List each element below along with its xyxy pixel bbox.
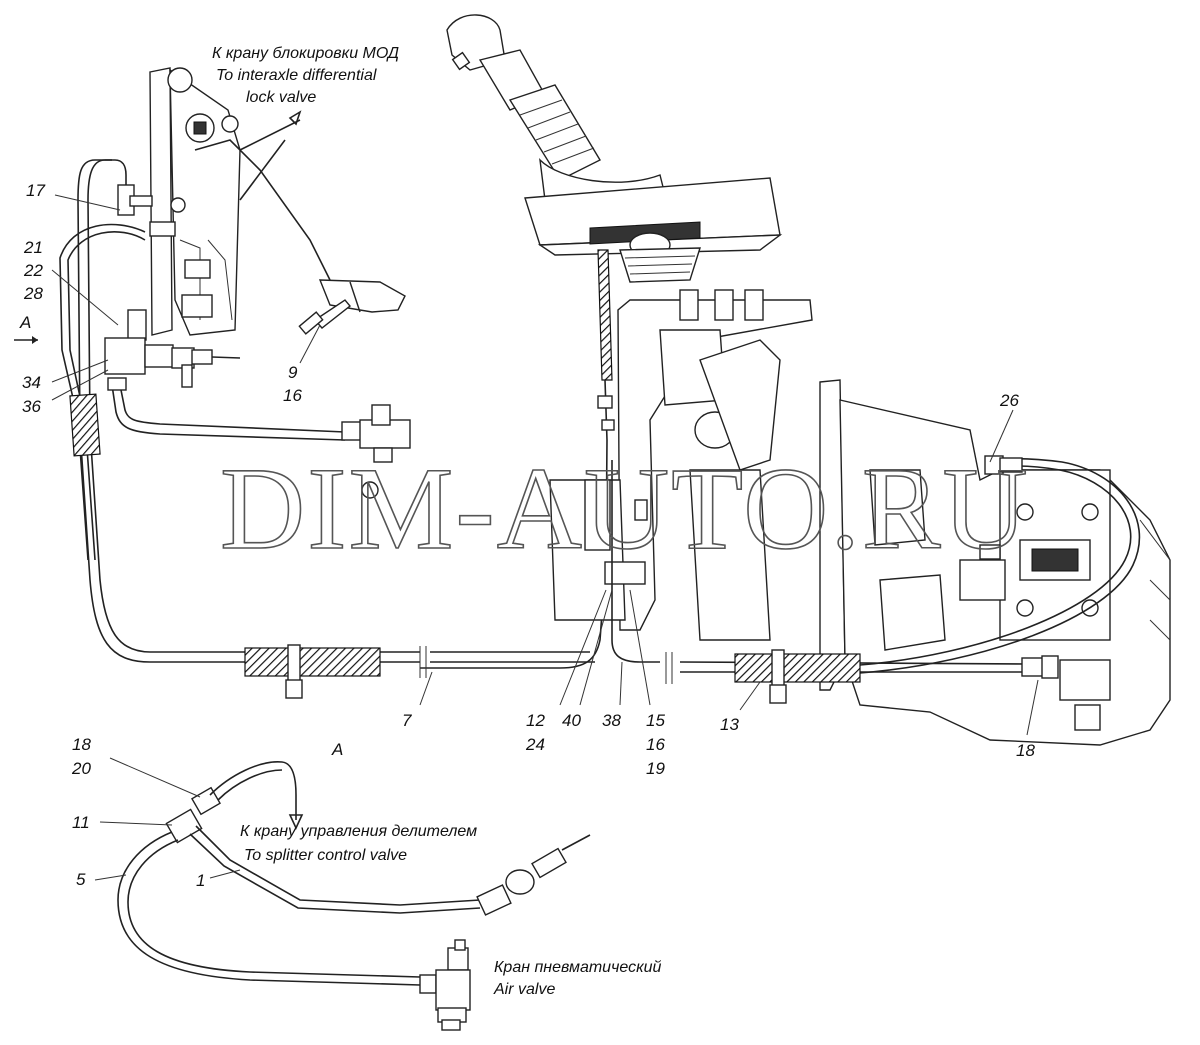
watermark: DIM-AUTO.RU — [220, 443, 1030, 574]
callout-16-bottom: 16 — [646, 735, 665, 754]
left-fittings — [104, 184, 1059, 679]
gear-shift-lever — [420, 14, 783, 669]
view-a-label: A — [331, 740, 343, 759]
callout-view-arrow-a: A — [19, 313, 31, 332]
hose-routing — [59, 159, 1141, 704]
callout-15: 15 — [646, 711, 665, 730]
caption-splitter-ru: К крану управления делителем — [240, 823, 477, 840]
callout-17: 17 — [26, 181, 45, 200]
caption-mod-en-1: To interaxle differential — [216, 67, 377, 84]
callout-11: 11 — [72, 813, 90, 832]
caption-air-valve-ru: Кран пневматический — [494, 959, 662, 976]
callout-26: 26 — [999, 391, 1019, 410]
gearbox-housing — [549, 289, 813, 641]
callout-36: 36 — [22, 397, 41, 416]
callout-21: 21 — [23, 238, 43, 257]
callout-7: 7 — [402, 711, 412, 730]
callout-9: 9 — [288, 363, 298, 382]
view-arrowhead-icon — [32, 336, 38, 344]
callout-13: 13 — [720, 715, 739, 734]
splitter-housing — [819, 379, 1171, 746]
callout-20: 20 — [71, 759, 91, 778]
callout-1: 1 — [196, 871, 205, 890]
callout-22: 22 — [23, 261, 43, 280]
callout-18-inset: 18 — [72, 735, 91, 754]
callout-24: 24 — [525, 735, 545, 754]
caption-mod-ru: К крану блокировки МОД — [212, 45, 399, 62]
callout-16-top: 16 — [283, 386, 302, 405]
caption-air-valve-en: Air valve — [493, 981, 555, 998]
caption-splitter-en: To splitter control valve — [244, 847, 407, 864]
callout-28: 28 — [23, 284, 43, 303]
callout-18-right: 18 — [1016, 741, 1035, 760]
callout-19: 19 — [646, 759, 665, 778]
callout-38: 38 — [602, 711, 621, 730]
caption-mod-en-2: lock valve — [246, 89, 316, 106]
view-a-inset — [117, 761, 591, 1031]
callout-34: 34 — [22, 373, 41, 392]
callout-12: 12 — [526, 711, 545, 730]
callout-5: 5 — [76, 870, 86, 889]
leader-lines — [51, 194, 1039, 881]
callout-40: 40 — [562, 711, 581, 730]
pedal-bracket-assembly — [149, 67, 406, 336]
